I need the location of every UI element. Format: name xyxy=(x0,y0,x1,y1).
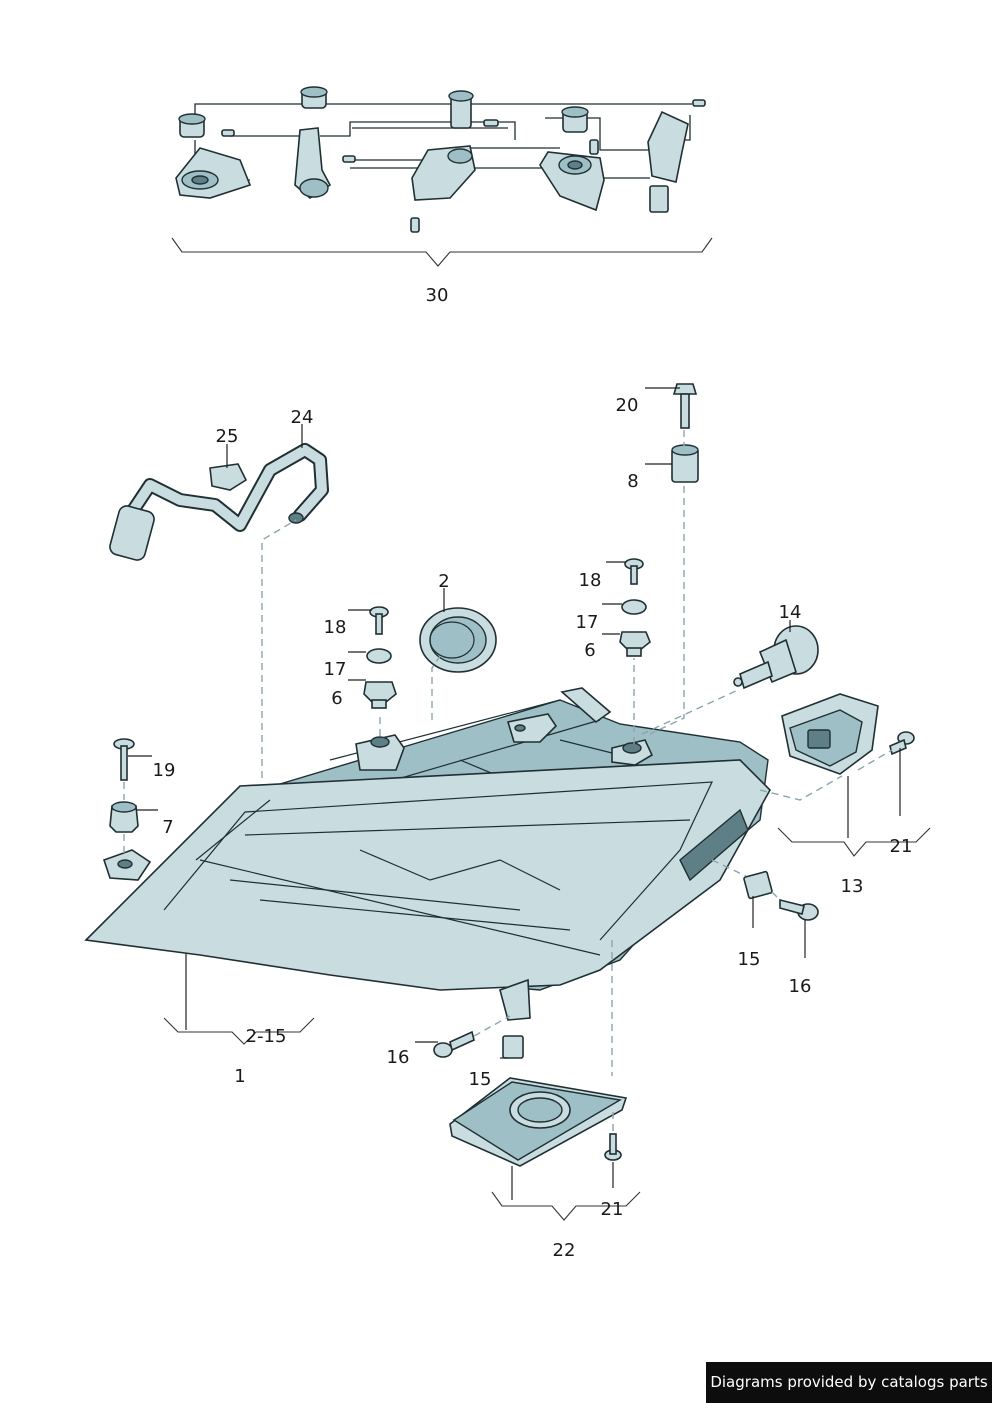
callout-18-left: 18 xyxy=(324,617,347,638)
callout-19: 19 xyxy=(153,760,176,781)
module-22 xyxy=(449,1077,628,1167)
callout-13: 13 xyxy=(841,876,864,897)
callout-24: 24 xyxy=(291,407,314,428)
dashed-lines xyxy=(123,430,893,1134)
plug-7 xyxy=(109,801,139,833)
callout-25: 25 xyxy=(216,426,239,447)
callout-16-bottom: 16 xyxy=(387,1047,410,1068)
kit-30-bracket-center xyxy=(411,145,476,201)
kit-30-screw-1 xyxy=(692,99,706,107)
kit-30-screw-3 xyxy=(221,129,235,137)
screw-18-left xyxy=(369,606,389,635)
bolt-20 xyxy=(672,383,698,429)
kit-30-screw-2 xyxy=(483,119,499,127)
plug-8 xyxy=(671,444,699,483)
actuator-14 xyxy=(733,625,819,690)
screw-18-right xyxy=(624,558,644,585)
control-module-13 xyxy=(781,693,879,775)
kit-30-group xyxy=(171,86,713,267)
kit-30-brace xyxy=(171,237,713,267)
kit-30-bracket-clip xyxy=(647,110,689,213)
cable-24 xyxy=(109,443,329,561)
credit-banner: Diagrams provided by catalogs parts xyxy=(706,1362,992,1403)
kit-30-bracket-arm xyxy=(294,127,332,199)
plug-6-left xyxy=(363,681,397,709)
kit-30-plug-2 xyxy=(448,90,474,129)
callout-labels: 30 24 25 20 8 2 18 18 17 17 6 6 14 19 7 … xyxy=(153,285,913,1261)
callout-8: 8 xyxy=(627,471,638,492)
headlight-housing xyxy=(84,687,771,1021)
screw-19 xyxy=(113,738,135,781)
callout-2-15: 2-15 xyxy=(246,1026,287,1047)
braces xyxy=(163,827,931,1221)
kit-30-screw-6 xyxy=(410,217,420,233)
callout-17-right: 17 xyxy=(576,612,599,633)
callout-30: 30 xyxy=(426,285,449,306)
bottom-tab xyxy=(499,978,531,1021)
rear-boss-left xyxy=(355,734,405,771)
kit-30-bracket-right xyxy=(539,151,605,212)
callout-22: 22 xyxy=(553,1240,576,1261)
screw-21-right xyxy=(889,731,915,756)
callout-15-right: 15 xyxy=(738,949,761,970)
callout-6-right: 6 xyxy=(584,640,595,661)
callout-20: 20 xyxy=(616,395,639,416)
clip-25 xyxy=(209,463,248,491)
screw-16-bottom xyxy=(433,1030,475,1058)
callout-2: 2 xyxy=(438,571,449,592)
screw-16-right xyxy=(779,898,819,921)
kit-30-plug-4 xyxy=(178,113,206,138)
screw-21-bottom xyxy=(604,1133,622,1161)
clip-15-right xyxy=(743,870,773,900)
callout-7: 7 xyxy=(162,817,173,838)
kit-30-bracket-left xyxy=(175,147,252,199)
rear-boss-center xyxy=(506,713,558,743)
callout-18-right: 18 xyxy=(579,570,602,591)
leader-lines xyxy=(128,387,901,1200)
callout-21-bottom: 21 xyxy=(601,1199,624,1220)
kit-30-plug-1 xyxy=(300,86,328,109)
callout-17-left: 17 xyxy=(324,659,347,680)
callout-16-right: 16 xyxy=(789,976,812,997)
cap-2 xyxy=(419,607,497,673)
callout-14: 14 xyxy=(779,602,802,623)
clip-15-bottom xyxy=(502,1035,524,1059)
kit-30-screw-4 xyxy=(342,155,356,163)
kit-30-screw-5 xyxy=(589,139,599,155)
washer-17-left xyxy=(366,648,392,664)
kit-30-plug-3 xyxy=(561,106,589,133)
callout-21-right: 21 xyxy=(890,836,913,857)
callout-1: 1 xyxy=(234,1066,245,1087)
callout-6-left: 6 xyxy=(331,688,342,709)
headlight-lens xyxy=(84,759,771,991)
plug-6-right xyxy=(619,631,651,657)
washer-17-right xyxy=(621,599,647,615)
callout-15-bottom: 15 xyxy=(469,1069,492,1090)
